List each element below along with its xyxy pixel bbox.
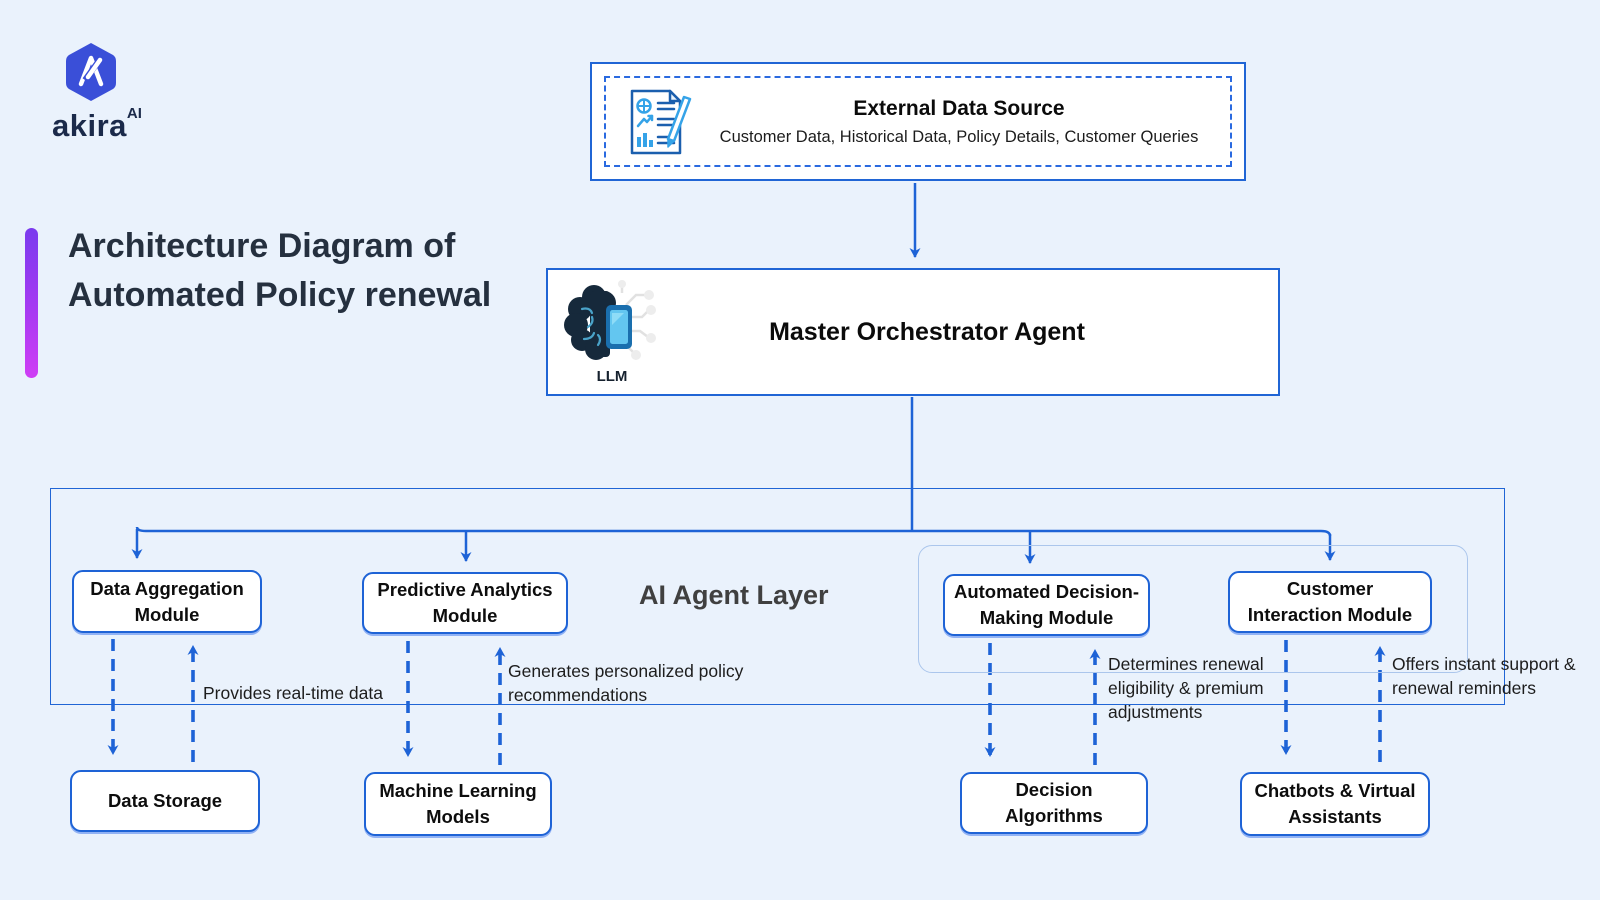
title-accent-bar — [25, 228, 38, 378]
brand-superscript: AI — [126, 105, 142, 122]
module-predictive-analytics: Predictive Analytics Module — [362, 572, 568, 634]
annotation-eligibility: Determines renewal eligibility & premium… — [1108, 654, 1264, 723]
annotation-recommendations: Generates personalized policy recommenda… — [508, 661, 744, 706]
external-data-source-subtitle: Customer Data, Historical Data, Policy D… — [719, 127, 1199, 146]
module-customer-interaction: Customer Interaction Module — [1228, 571, 1432, 633]
node-chatbots-assistants: Chatbots & Virtual Assistants — [1240, 772, 1430, 836]
brand-name-text: akira — [52, 108, 127, 143]
external-data-source-node: External Data Source Customer Data, Hist… — [590, 62, 1246, 181]
brand-name: akiraAI — [52, 106, 252, 141]
master-orchestrator-title: Master Orchestrator Agent — [769, 317, 1085, 346]
ai-agent-layer-label: AI Agent Layer — [639, 580, 829, 610]
module-automated-decision: Automated Decision-Making Module — [943, 574, 1150, 636]
annotation-realtime-data: Provides real-time data — [203, 683, 383, 703]
external-data-source-title: External Data Source — [853, 96, 1065, 120]
external-data-source-text: External Data Source Customer Data, Hist… — [706, 97, 1212, 147]
brand-logo: akiraAI — [52, 42, 252, 141]
node-decision-algorithms: Decision Algorithms — [960, 772, 1148, 834]
node-ml-models: Machine Learning Models — [364, 772, 552, 836]
master-orchestrator-node: LLM Master Orchestrator Agent — [546, 268, 1280, 396]
title-block: Architecture Diagram of Automated Policy… — [25, 222, 498, 378]
document-report-icon — [630, 89, 692, 154]
akira-hexagon-icon — [66, 43, 116, 101]
external-data-source-inner: External Data Source Customer Data, Hist… — [604, 76, 1232, 167]
node-data-storage: Data Storage — [70, 770, 260, 832]
annotation-support: Offers instant support & renewal reminde… — [1392, 654, 1576, 699]
llm-label: LLM — [596, 368, 628, 385]
decision-interaction-subgroup — [918, 545, 1468, 673]
page-title: Architecture Diagram of Automated Policy… — [68, 227, 492, 315]
llm-icon-block: LLM — [548, 279, 676, 385]
brain-llm-icon — [564, 280, 656, 360]
ai-agent-layer-container — [50, 488, 1505, 705]
module-data-aggregation: Data Aggregation Module — [72, 570, 262, 633]
